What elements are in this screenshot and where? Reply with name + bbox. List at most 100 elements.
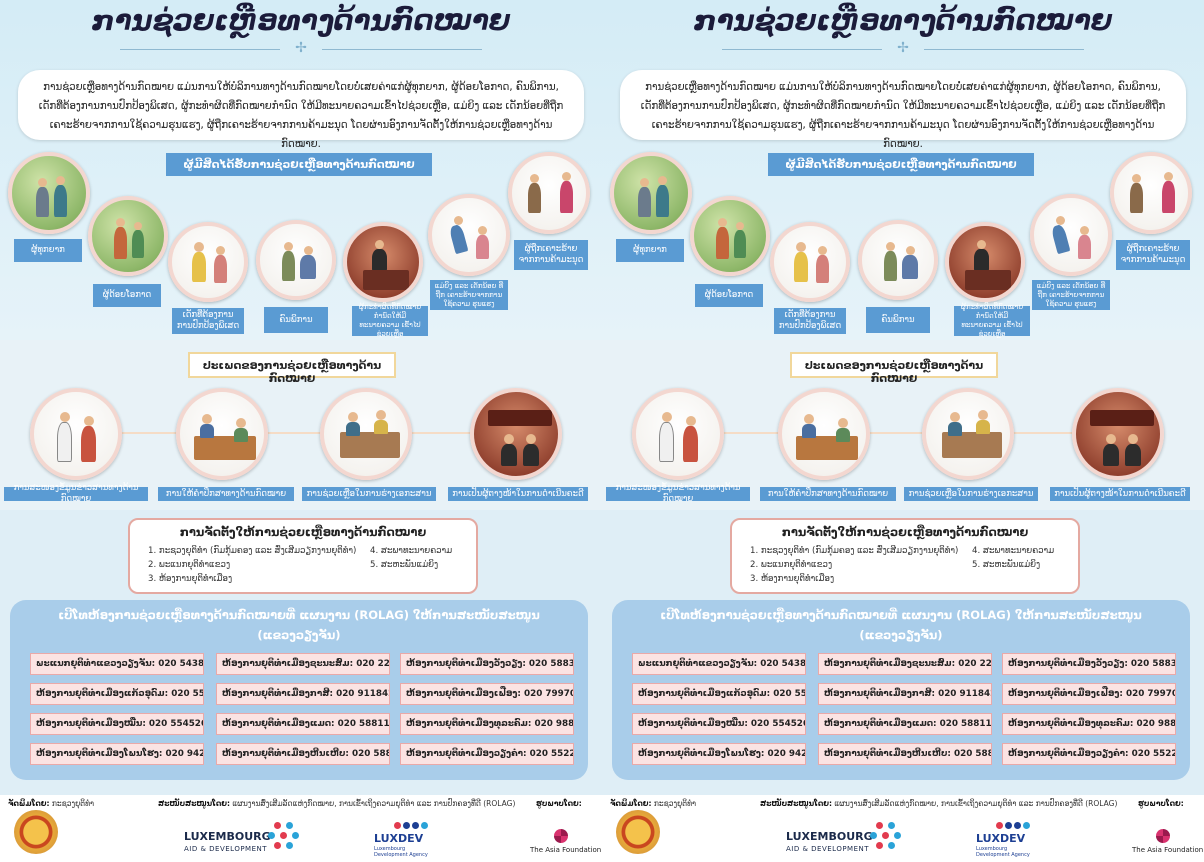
published-by-label: ຈັດພິມໂດຍ: — [8, 799, 50, 808]
luxdev-logo-text: LUXDEV — [374, 832, 424, 845]
label-children: ເດັກທີ່ຕ້ອງການ ການປົກປ້ອງພິເສດ — [774, 308, 846, 334]
violence-victims-illustration — [428, 194, 510, 276]
hotline-title: ເບີໂທຫ້ອງການຊ່ວຍເຫຼືອທາງດ້ານກົດໝາຍທີ່ ແຜ… — [612, 605, 1190, 645]
label-violence-victims: ແມ່ຍິງ ແລະ ເດັກນ້ອຍ ທີ່ຖືກ ເຄາະຮ້າຍຈາກກາ… — [430, 280, 508, 310]
org-item: 4. ສະພາທະນາຍຄວາມ — [972, 546, 1055, 556]
page-title: ການຊ່ວຍເຫຼືອທາງດ້ານກົດໝາຍ — [693, 4, 1113, 37]
title-ornament: ✢ — [722, 40, 1084, 57]
disabled-illustration — [256, 220, 336, 300]
hotline-entry: ພະແນກຍຸຕິທຳແຂວງວຽງຈັນ: 020 54385565 — [30, 653, 204, 675]
label-consultation: ການໃຫ້ຄຳປຶກສາທາງດ້ານກົດໝາຍ — [158, 487, 294, 501]
ornament-line-right — [924, 49, 1084, 50]
supported-by-label: ສະໜັບສະໜູນໂດຍ: — [760, 799, 832, 808]
published-by: ຈັດພິມໂດຍ: ກະຊວງຍຸຕິທຳ — [8, 799, 94, 808]
supported-by-value: ແຜນງານສົ່ງເສີມລັດແຫ່ງກົດໝາຍ, ການເຂົ້າເຖິ… — [232, 799, 516, 808]
disadvantaged-illustration — [690, 196, 770, 276]
luxdev-logo-text: LUXDEV — [976, 832, 1026, 845]
hotline-entry: ຫ້ອງການຍຸຕິທຳເມືອງວັງວຽງ: 020 58838899 — [1002, 653, 1176, 675]
label-offenders: ຜູ້ກະທຳຜິດທີ່ກົດໝາຍ ກຳນົດໃຫ້ມີທະນາຍຄວາມ … — [954, 303, 1030, 338]
organizations-header: ການຈັດຕັ້ງໃຫ້ການຊ່ວຍເຫຼືອທາງດ້ານກົດໝາຍ — [781, 525, 1029, 539]
published-by: ຈັດພິມໂດຍ: ກະຊວງຍຸຕິທຳ — [610, 799, 696, 808]
hotline-entry: ຫ້ອງການຍຸຕິທຳເມືອງທຸລະຄົມ: 020 98807749 — [400, 713, 574, 735]
hotline-section: ເບີໂທຫ້ອງການຊ່ວຍເຫຼືອທາງດ້ານກົດໝາຍທີ່ ແຜ… — [10, 600, 588, 780]
hotline-entry: ຫ້ອງການຍຸຕິທຳເມືອງວຽງຄຳ: 020 55221127 — [400, 743, 574, 765]
label-disadvantaged: ຜູ້ດ້ອຍໂອກາດ — [93, 284, 161, 307]
organizations-header: ການຈັດຕັ້ງໃຫ້ການຊ່ວຍເຫຼືອທາງດ້ານກົດໝາຍ — [179, 525, 427, 539]
drafting-illustration — [320, 388, 412, 480]
hotline-subtitle: (ແຂວງວຽງຈັນ) — [257, 628, 341, 642]
hotline-entry: ຫ້ອງການຍຸຕິທຳເມືອງແກ້ວອຸດົມ: 020 5593410… — [30, 683, 204, 705]
label-offenders: ຜູ້ກະທຳຜິດທີ່ກົດໝາຍ ກຳນົດໃຫ້ມີທະນາຍຄວາມ … — [352, 303, 428, 338]
hotline-title-line: ເບີໂທຫ້ອງການຊ່ວຍເຫຼືອທາງດ້ານກົດໝາຍທີ່ ແຜ… — [660, 608, 1142, 622]
poor-people-illustration — [610, 152, 692, 234]
violence-victims-illustration — [1030, 194, 1112, 276]
ornament-line-right — [322, 49, 482, 50]
hotline-entry: ພະແນກຍຸຕິທຳແຂວງວຽງຈັນ: 020 54385565 — [632, 653, 806, 675]
organizations-box: ການຈັດຕັ້ງໃຫ້ການຊ່ວຍເຫຼືອທາງດ້ານກົດໝາຍ 1… — [128, 518, 478, 594]
label-representation: ການເປັນຜູ້ຕາງໜ້າໃນການດຳເນີນຄະດີ — [448, 487, 588, 501]
published-by-value: ກະຊວງຍຸຕິທຳ — [51, 799, 95, 808]
hotline-title-line: ເບີໂທຫ້ອງການຊ່ວຍເຫຼືອທາງດ້ານກົດໝາຍທີ່ ແຜ… — [58, 608, 540, 622]
hotline-subtitle: (ແຂວງວຽງຈັນ) — [859, 628, 943, 642]
funded-by-label: ຮູບພາບໂດຍ: — [536, 799, 582, 808]
footer-background — [0, 795, 602, 862]
footer-background — [602, 795, 1204, 862]
information-illustration — [632, 388, 724, 480]
hotline-entry: ຫ້ອງການຍຸຕິທຳເມືອງໂພນໂຮງ: 020 94247094 — [632, 743, 806, 765]
label-drafting: ການຊ່ວຍເຫຼືອໃນການຮ່າງເອກະສານ — [904, 487, 1038, 501]
title-ornament: ✢ — [120, 40, 482, 57]
label-trafficking-victims: ຜູ້ຖືກເຄາະຮ້າຍ ຈາກການຄ້າມະນຸດ — [1116, 240, 1190, 270]
trafficking-victims-illustration — [1110, 152, 1192, 234]
luxembourg-logo-subtext: AID & DEVELOPMENT — [184, 845, 268, 853]
information-illustration — [30, 388, 122, 480]
asia-foundation-logo-text: The Asia Foundation — [530, 846, 602, 854]
org-item: 4. ສະພາທະນາຍຄວາມ — [370, 546, 453, 556]
luxdev-logo-subtext: Luxembourg Development Agency — [976, 846, 1030, 858]
supported-by: ສະໜັບສະໜູນໂດຍ: ແຜນງານສົ່ງເສີມລັດແຫ່ງກົດໝ… — [760, 799, 1117, 808]
intro-text: ການຊ່ວຍເຫຼືອທາງດ້ານກົດໝາຍ ແມ່ນການໃຫ້ບໍລິ… — [18, 70, 584, 150]
hotline-entry: ຫ້ອງການຍຸຕິທຳເມືອງໝື່ນ: 020 554526805 — [30, 713, 204, 735]
flourish-icon: ✢ — [897, 40, 909, 56]
disabled-illustration — [858, 220, 938, 300]
label-information: ການສະໜອງຂໍ້ມູນຂ່າວສານທາງດ້ານກົດໝາຍ — [606, 483, 750, 504]
label-information: ການສະໜອງຂໍ້ມູນຂ່າວສານທາງດ້ານກົດໝາຍ — [4, 483, 148, 504]
hotline-entry: ຫ້ອງການຍຸຕິທຳເມືອງກາສີ: 020 91184266 — [818, 683, 992, 705]
hotline-entry: ຫ້ອງການຍຸຕິທຳເມືອງຊະນະສົມ: 020 22244611 — [216, 653, 390, 675]
types-connector-line — [662, 432, 1142, 434]
offenders-illustration — [343, 222, 423, 302]
hotline-entry: ຫ້ອງການຍຸຕິທຳເມືອງແມດ: 020 58811854 — [818, 713, 992, 735]
label-disabled: ຄົນພິການ — [866, 307, 930, 333]
label-disadvantaged: ຜູ້ດ້ອຍໂອກາດ — [695, 284, 763, 307]
org-item: 3. ຫ້ອງການຍຸຕິທຳເມືອງ — [148, 574, 233, 584]
supported-by-label: ສະໜັບສະໜູນໂດຍ: — [158, 799, 230, 808]
disadvantaged-illustration — [88, 196, 168, 276]
supported-by-value: ແຜນງານສົ່ງເສີມລັດແຫ່ງກົດໝາຍ, ການເຂົ້າເຖິ… — [834, 799, 1118, 808]
consultation-illustration — [176, 388, 268, 480]
poor-people-illustration — [8, 152, 90, 234]
label-children: ເດັກທີ່ຕ້ອງການ ການປົກປ້ອງພິເສດ — [172, 308, 244, 334]
label-poor: ຜູ້ທຸກຍາກ — [616, 239, 684, 262]
children-illustration — [168, 222, 248, 302]
label-drafting: ການຊ່ວຍເຫຼືອໃນການຮ່າງເອກະສານ — [302, 487, 436, 501]
ministry-seal-logo — [616, 810, 660, 854]
luxembourg-logo-text: LUXEMBOURG — [786, 830, 873, 843]
drafting-illustration — [922, 388, 1014, 480]
ornament-line-left — [120, 49, 280, 50]
types-header: ປະເພດຂອງການຊ່ວຍເຫຼືອທາງດ້ານກົດໝາຍ — [188, 352, 396, 385]
flourish-icon: ✢ — [295, 40, 307, 56]
label-violence-victims: ແມ່ຍິງ ແລະ ເດັກນ້ອຍ ທີ່ຖືກ ເຄາະຮ້າຍຈາກກາ… — [1032, 280, 1110, 310]
label-trafficking-victims: ຜູ້ຖືກເຄາະຮ້າຍ ຈາກການຄ້າມະນຸດ — [514, 240, 588, 270]
org-item: 2. ພະແນກຍຸຕິທຳແຂວງ — [750, 560, 833, 570]
hotline-entry: ຫ້ອງການຍຸຕິທຳເມືອງວຽງຄຳ: 020 55221127 — [1002, 743, 1176, 765]
published-by-label: ຈັດພິມໂດຍ: — [610, 799, 652, 808]
page-title: ການຊ່ວຍເຫຼືອທາງດ້ານກົດໝາຍ — [91, 4, 511, 37]
offenders-illustration — [945, 222, 1025, 302]
beneficiaries-header: ຜູ້ມີສິດໄດ້ຮັບການຊ່ວຍເຫຼືອທາງດ້ານກົດໝາຍ — [166, 153, 432, 176]
hotline-entry: ຫ້ອງການຍຸຕິທຳເມືອງແມດ: 020 58811854 — [216, 713, 390, 735]
hotline-entry: ຫ້ອງການຍຸຕິທຳເມືອງວັງວຽງ: 020 58838899 — [400, 653, 574, 675]
org-item: 2. ພະແນກຍຸຕິທຳແຂວງ — [148, 560, 231, 570]
label-disabled: ຄົນພິການ — [264, 307, 328, 333]
luxdev-logo-subtext: Luxembourg Development Agency — [374, 846, 428, 858]
org-item: 1. ກະຊວງຍຸຕິທຳ (ກົມກຸ້ມຄອງ ແລະ ສົ່ງເສີມວ… — [148, 546, 357, 556]
hotline-entry: ຫ້ອງການຍຸຕິທຳເມືອງເຟືອງ: 020 79970695 — [400, 683, 574, 705]
